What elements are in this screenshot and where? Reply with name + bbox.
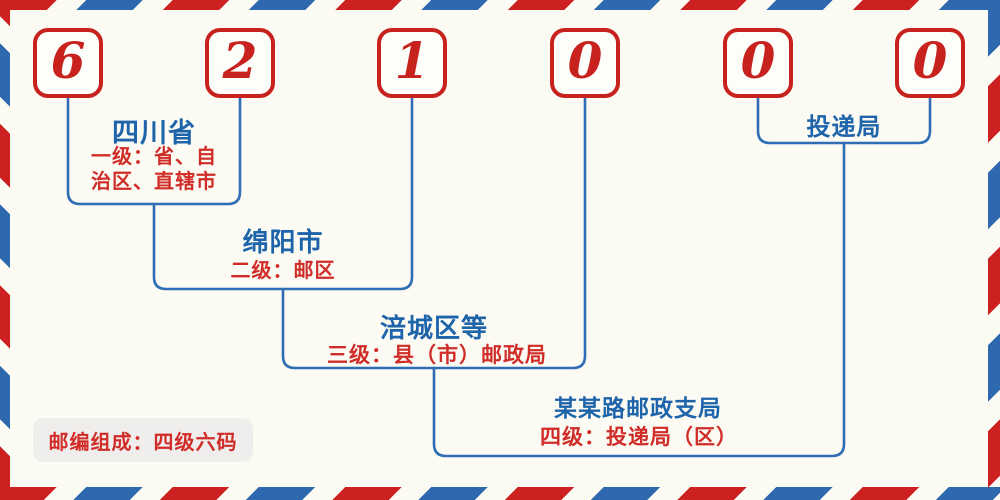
level1-desc-line2: 治区、直辖市	[91, 169, 217, 193]
connector-delivery-bracket	[756, 95, 932, 145]
level3-desc: 三级：县（市）邮政局	[327, 343, 547, 367]
airmail-stripe-border-bottom	[0, 487, 1000, 500]
digit-2: 2	[222, 31, 258, 90]
level1-desc: 一级：省、自 治区、直辖市	[91, 144, 217, 194]
level4-name: 某某路邮政支局	[554, 396, 722, 422]
level2-name: 绵阳市	[242, 228, 324, 258]
airmail-stripe-border-right	[988, 0, 1000, 500]
digit-box-3: 1	[377, 28, 447, 98]
level1-name: 四川省	[112, 118, 196, 149]
digit-box-2: 2	[205, 28, 275, 98]
delivery-office-name: 投递局	[806, 113, 882, 141]
level1-desc-line1: 一级：省、自	[91, 144, 217, 168]
level2-desc: 二级：邮区	[230, 258, 336, 282]
airmail-stripe-border-left	[0, 0, 10, 500]
digit-box-4: 0	[550, 28, 620, 98]
digit-box-5: 0	[723, 28, 793, 98]
digit-box-1: 6	[33, 28, 103, 98]
digit-3: 1	[394, 31, 430, 90]
badge-text: 邮编组成：四级六码	[48, 429, 238, 454]
connector-level4-bracket	[432, 141, 846, 458]
postal-code-composition-badge: 邮编组成：四级六码	[33, 418, 253, 462]
level4-desc: 四级：投递局（区）	[540, 425, 738, 449]
digit-4: 0	[567, 31, 603, 90]
digit-5: 0	[740, 31, 776, 90]
level3-name: 涪城区等	[379, 314, 489, 344]
digit-6: 0	[912, 31, 948, 90]
airmail-stripe-border-top	[0, 0, 1000, 10]
digit-1: 6	[50, 31, 86, 90]
digit-box-6: 0	[895, 28, 965, 98]
